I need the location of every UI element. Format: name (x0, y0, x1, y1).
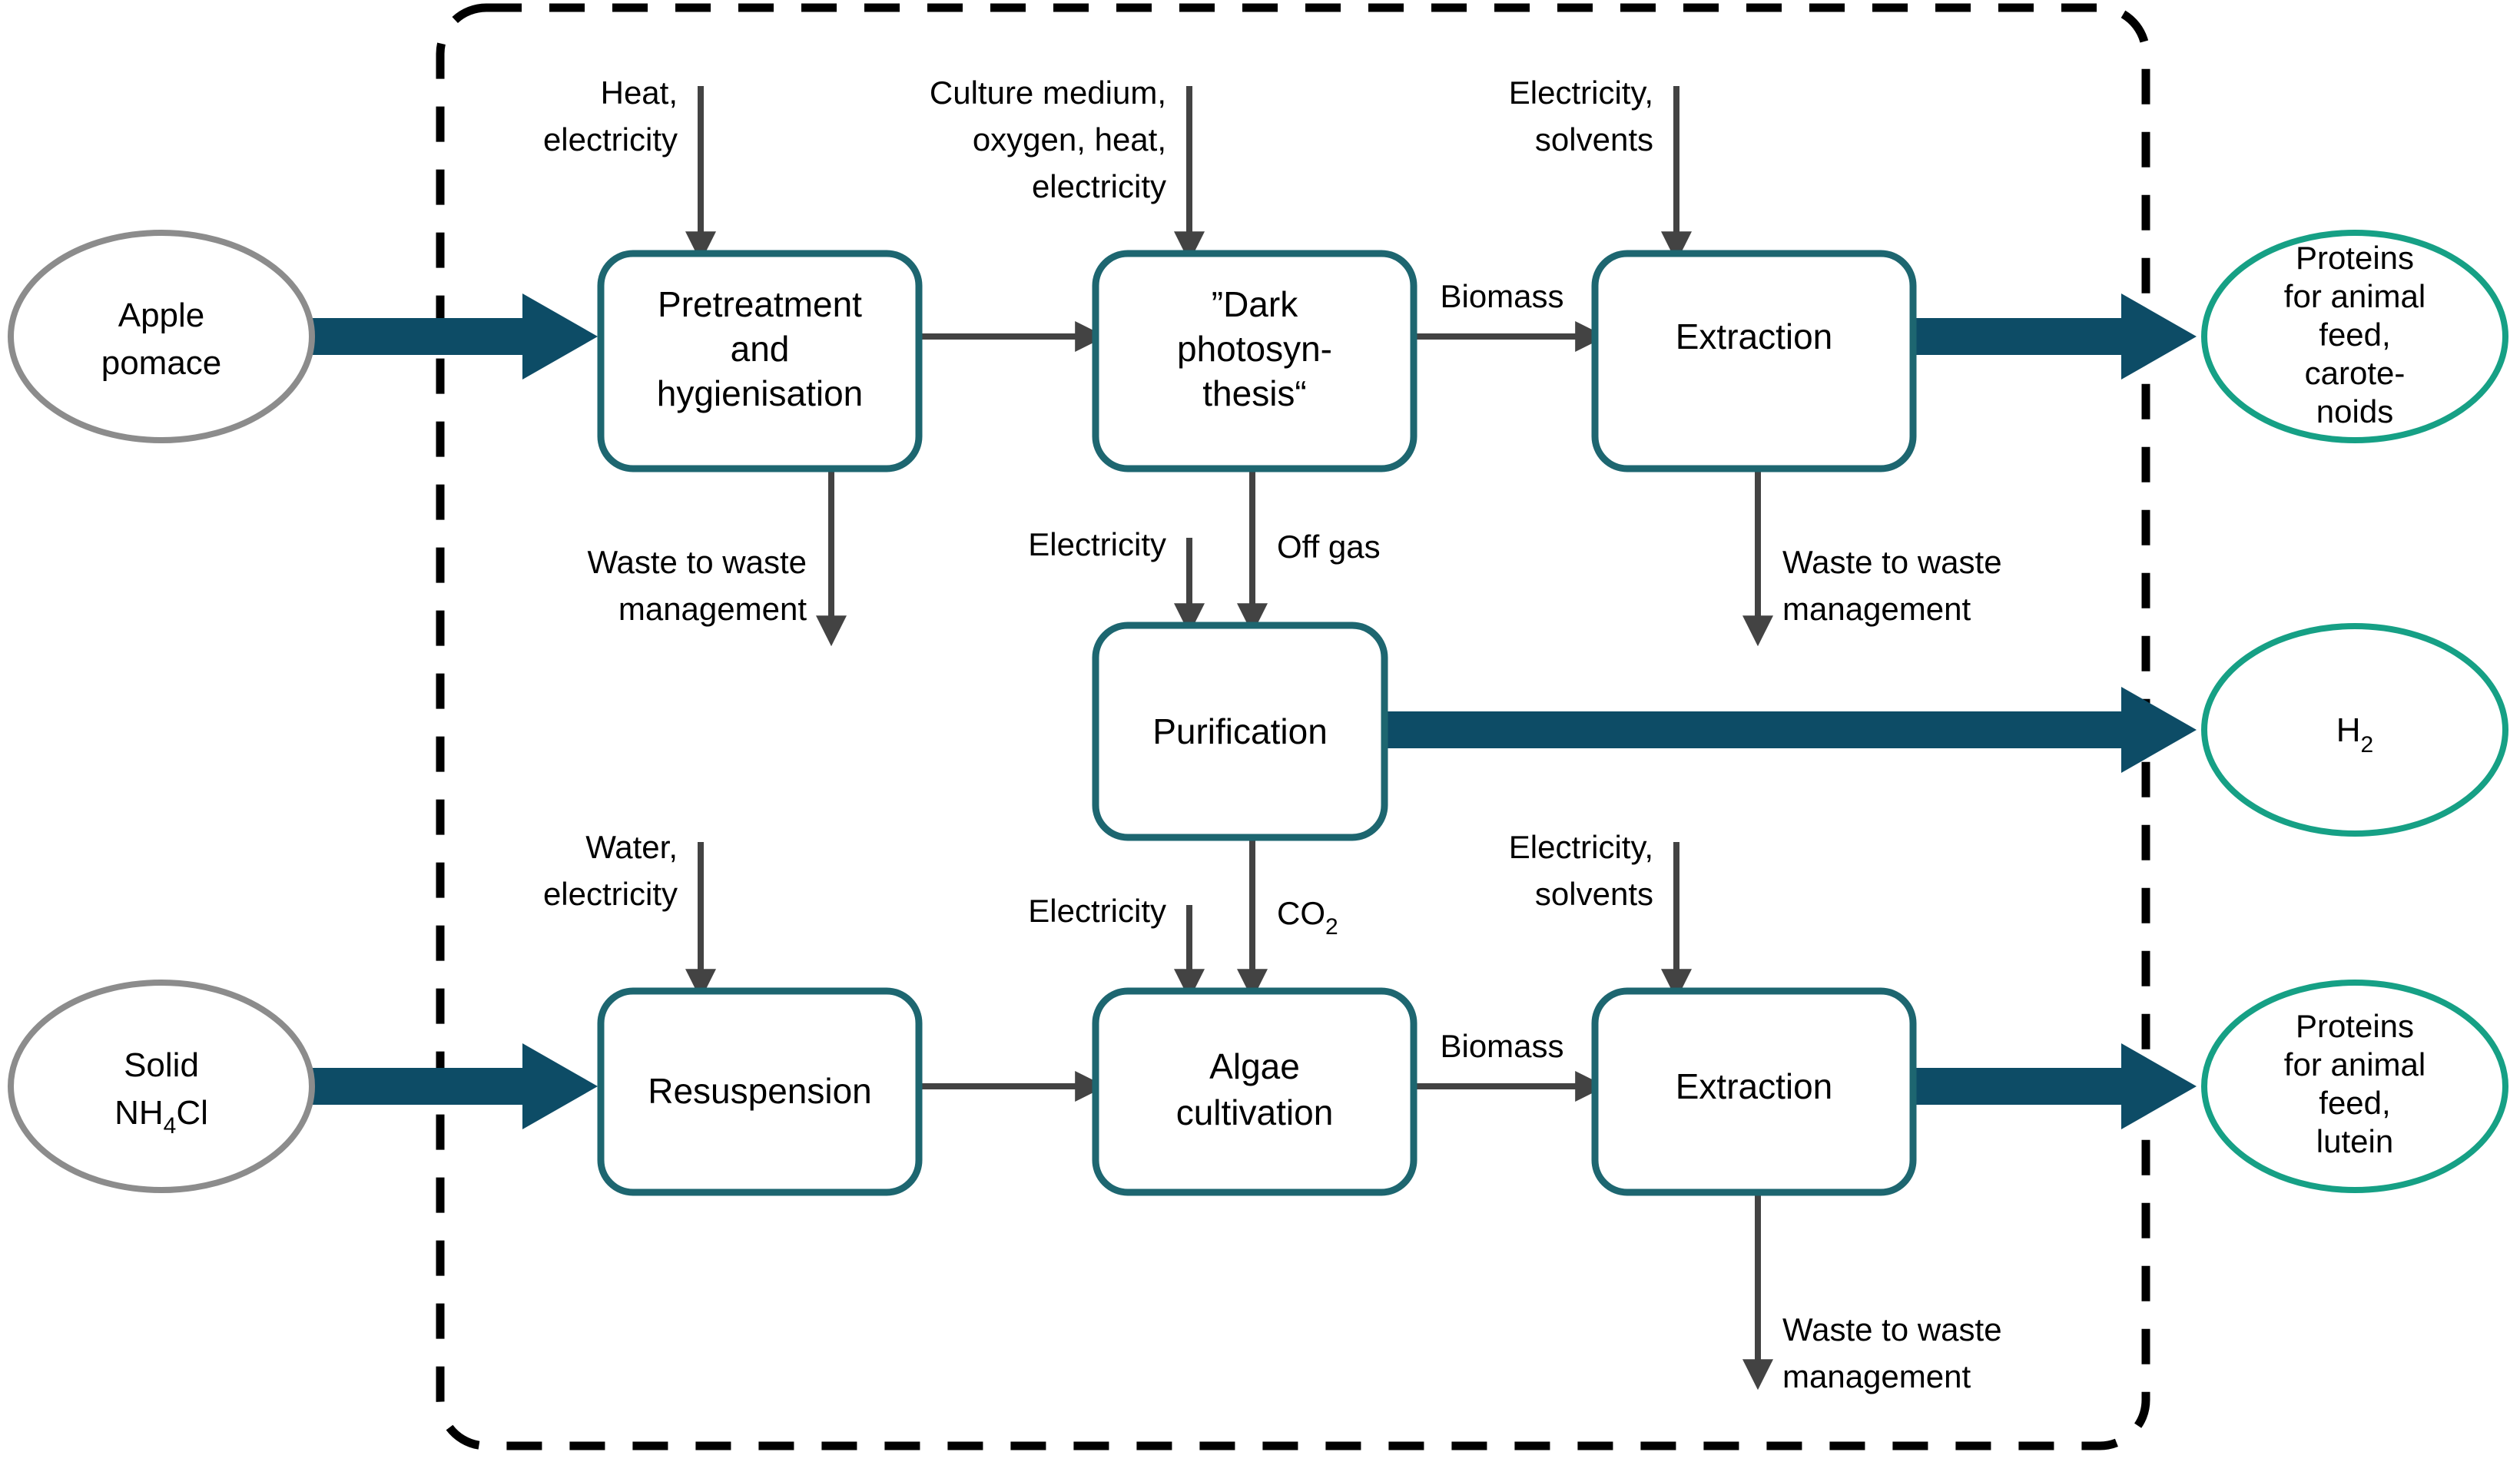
resource-label-elec-solv-bottom-line2: solvents (1535, 876, 1653, 912)
output-label-proteins-lutein-line4: lutein (2316, 1123, 2393, 1159)
co2-text: CO (1277, 895, 1325, 931)
output-label-hydrogen: H2 (2336, 711, 2373, 758)
output-label-proteins-lutein-line2: for animal (2284, 1046, 2426, 1082)
process-box-pretreatment[interactable] (597, 250, 923, 472)
input-label-apple-pomace-line2: pomace (101, 344, 222, 382)
waste-label-extraction-bottom-line1: Waste to waste (1782, 1311, 2002, 1348)
flow-nh4cl-to-resuspension (310, 1043, 598, 1129)
input-label-solid: Solid (124, 1046, 199, 1084)
waste-label-extraction-top-line2: management (1782, 591, 1971, 627)
resource-label-elec-solv-bottom-line1: Electricity, (1509, 829, 1653, 865)
input-node-apple-pomace[interactable] (8, 230, 315, 443)
process-label-extraction-bottom: Extraction (1676, 1066, 1833, 1106)
resource-label-water-line1: Water, (585, 829, 678, 865)
h-text: H (2336, 711, 2361, 749)
process-label-algae-line2: cultivation (1176, 1092, 1334, 1132)
output-node-proteins-carotenoids[interactable] (2201, 230, 2508, 443)
resource-label-heat-line2: electricity (543, 121, 678, 157)
resource-label-water-line2: electricity (543, 876, 678, 912)
process-label-extraction-top: Extraction (1676, 317, 1833, 356)
resource-label-culture-line3: electricity (1032, 168, 1166, 204)
h2-subscript: 2 (2361, 732, 2374, 758)
input-node-solid-nh4cl[interactable] (8, 980, 315, 1193)
output-label-proteins-lutein-line1: Proteins (2296, 1008, 2414, 1044)
resource-label-heat-line1: Heat, (601, 75, 678, 111)
process-label-pretreatment-line2: and (731, 329, 790, 369)
waste-label-extraction-bottom-line2: management (1782, 1358, 1971, 1394)
waste-label-pretreatment-line1: Waste to waste (587, 544, 807, 580)
process-label-algae-line1: Algae (1209, 1046, 1300, 1086)
process-box-dark-photosynthesis[interactable] (1092, 250, 1418, 472)
process-label-darkphoto-line1: ”Dark (1212, 284, 1298, 324)
process-label-purification: Purification (1152, 711, 1328, 751)
output-node-hydrogen[interactable] (2201, 623, 2508, 837)
process-label-pretreatment-line1: Pretreatment (658, 284, 862, 324)
flow-extraction-bottom-to-output (1843, 1043, 2197, 1129)
nh4cl-subscript: 4 (164, 1113, 177, 1139)
process-box-extraction-bottom[interactable] (1591, 987, 1917, 1196)
stream-label-biomass-top: Biomass (1440, 278, 1563, 314)
flow-apple-pomace-to-pretreatment (310, 293, 598, 380)
co2-subscript: 2 (1325, 914, 1338, 940)
stream-label-co2: CO2 (1277, 895, 1338, 940)
cl-text: Cl (176, 1094, 208, 1132)
input-label-apple-pomace-line1: Apple (118, 297, 205, 334)
process-label-pretreatment-line3: hygienisation (657, 373, 864, 413)
process-box-purification[interactable] (1092, 622, 1388, 841)
stream-label-biomass-bottom: Biomass (1440, 1028, 1563, 1064)
resource-label-electricity-algae: Electricity (1028, 893, 1166, 929)
input-label-nh4cl: NH4Cl (114, 1094, 208, 1139)
waste-label-extraction-top-line1: Waste to waste (1782, 544, 2002, 580)
flow-purification-to-h2 (1375, 687, 2197, 773)
output-label-proteins-carotenoids-line5: noids (2316, 393, 2393, 429)
output-label-proteins-carotenoids-line3: feed, (2319, 317, 2390, 353)
stream-label-off-gas: Off gas (1277, 529, 1381, 565)
resource-label-elec-solv-top-line2: solvents (1535, 121, 1653, 157)
process-box-resuspension[interactable] (597, 987, 923, 1196)
output-label-proteins-carotenoids-line2: for animal (2284, 278, 2426, 314)
process-box-algae-cultivation[interactable] (1092, 987, 1418, 1196)
process-label-darkphoto-line3: thesis“ (1202, 373, 1306, 413)
resource-label-culture-line1: Culture medium, (930, 75, 1166, 111)
output-label-proteins-lutein-line3: feed, (2319, 1085, 2390, 1121)
process-box-extraction-top[interactable] (1591, 250, 1917, 472)
resource-label-culture-line2: oxygen, heat, (973, 121, 1166, 157)
resource-label-electricity-purification: Electricity (1028, 526, 1166, 562)
output-label-proteins-carotenoids-line4: carote- (2305, 355, 2406, 391)
flow-extraction-top-to-output (1843, 293, 2197, 380)
resource-label-elec-solv-top-line1: Electricity, (1509, 75, 1653, 111)
nh-text: NH (114, 1094, 164, 1132)
process-label-resuspension: Resuspension (648, 1071, 872, 1111)
waste-label-pretreatment-line2: management (618, 591, 807, 627)
output-node-proteins-lutein[interactable] (2201, 980, 2508, 1193)
output-label-proteins-carotenoids-line1: Proteins (2296, 240, 2414, 276)
process-label-darkphoto-line2: photosyn- (1177, 329, 1332, 369)
